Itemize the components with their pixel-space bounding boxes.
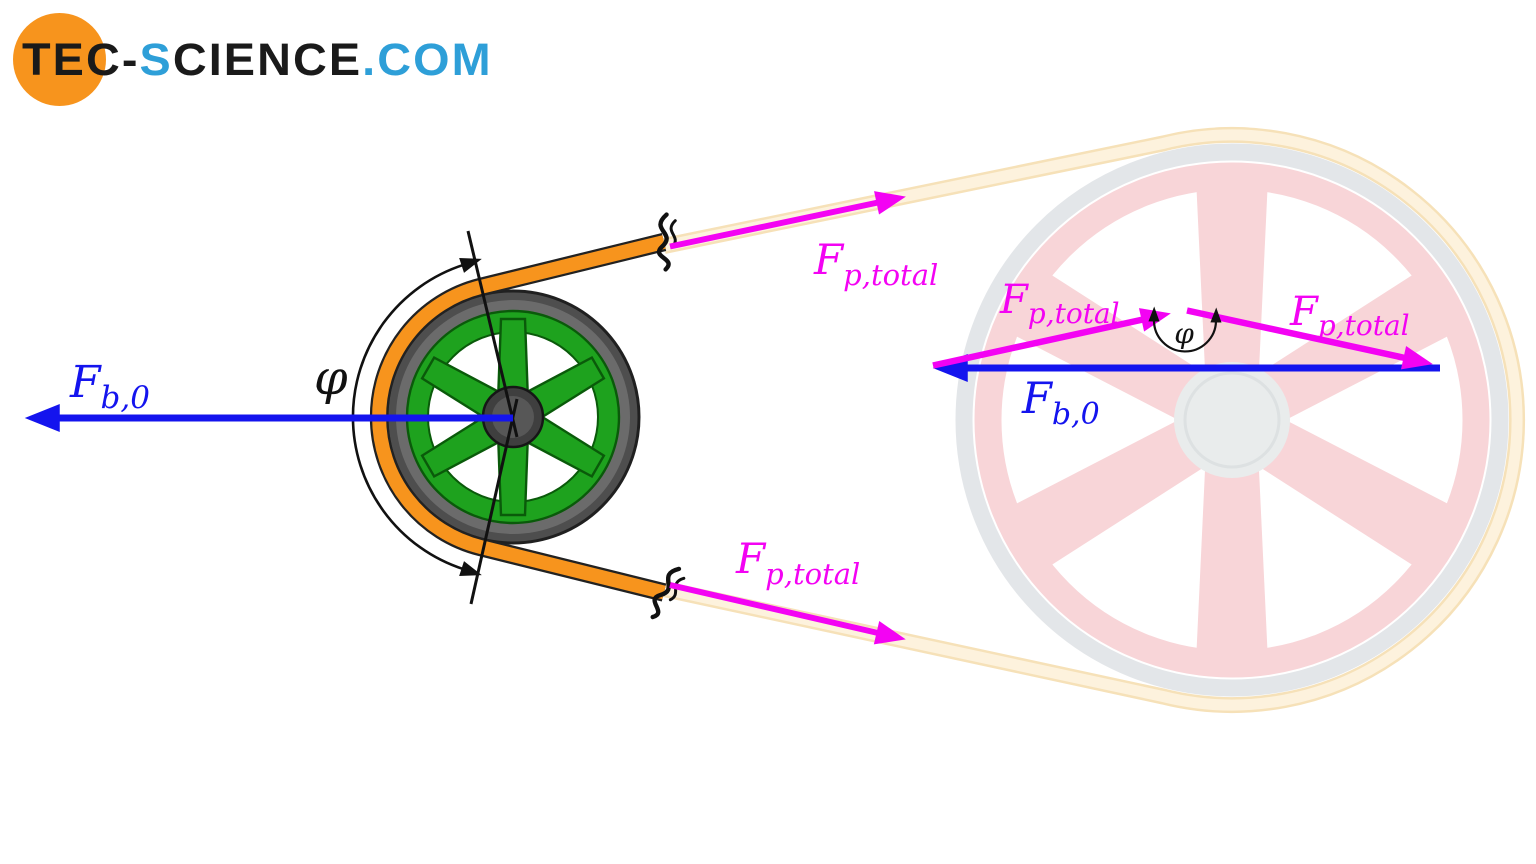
force-symbol: F — [1021, 374, 1054, 424]
pretension-arrow-top — [669, 191, 906, 250]
logo-text: TEC-SCIENCE.COM — [22, 34, 493, 86]
faded-spoke — [1004, 267, 1203, 419]
force-subscript: p,total — [1318, 309, 1410, 342]
force-subscript: b,0 — [101, 380, 150, 416]
faded-spoke — [1196, 470, 1268, 662]
faded-background-pulley — [662, 127, 1526, 713]
force-subscript: p,total — [843, 258, 938, 292]
faded-wheel-hub-ring — [1183, 371, 1281, 469]
vector-angle-arc — [1148, 306, 1222, 353]
vector-pretension-right — [1186, 307, 1433, 370]
faded-belt — [662, 129, 1523, 711]
force-symbol: F — [813, 235, 845, 284]
force-symbol: F — [999, 277, 1029, 323]
faded-spoke — [1004, 421, 1203, 573]
faded-spoke — [1261, 267, 1460, 419]
vector-diagram: φ Fp,total Fp,total Fb,0 — [932, 277, 1440, 432]
logo-text-cience: CIENCE — [172, 34, 363, 85]
wrap-angle-label: φ — [314, 350, 348, 406]
logo-circle — [13, 13, 106, 106]
logo-text-tec: TEC- — [22, 34, 140, 85]
vector-pretension-left — [932, 308, 1171, 369]
logo-text-s: S — [139, 34, 173, 85]
pretension-label-top: Fp,total — [813, 235, 938, 292]
logo-text-com: .COM — [362, 34, 493, 85]
faded-wheel-hub — [1174, 362, 1290, 478]
pretension-arrow-bottom — [669, 582, 906, 645]
vector-resultant-label: Fb,0 — [1021, 374, 1100, 432]
force-subscript: p,total — [765, 557, 860, 591]
force-symbol: F — [69, 357, 102, 408]
vector-angle-label: φ — [1174, 317, 1194, 350]
force-symbol: F — [735, 534, 767, 583]
tec-science-logo: TEC-SCIENCE.COM — [0, 0, 491, 120]
force-symbol: F — [1289, 289, 1319, 335]
vector-pretension-right-label: Fp,total — [1289, 289, 1410, 342]
pretension-label-bottom: Fp,total — [735, 534, 860, 591]
force-subscript: p,total — [1028, 297, 1120, 330]
force-subscript: b,0 — [1052, 397, 1100, 432]
faded-spoke — [1261, 421, 1460, 573]
vector-pretension-left-label: Fp,total — [999, 277, 1120, 330]
faded-wheel-spokes — [1004, 178, 1460, 662]
belt-preload-label: Fb,0 — [69, 357, 150, 416]
faded-wheel-ring — [974, 162, 1490, 678]
